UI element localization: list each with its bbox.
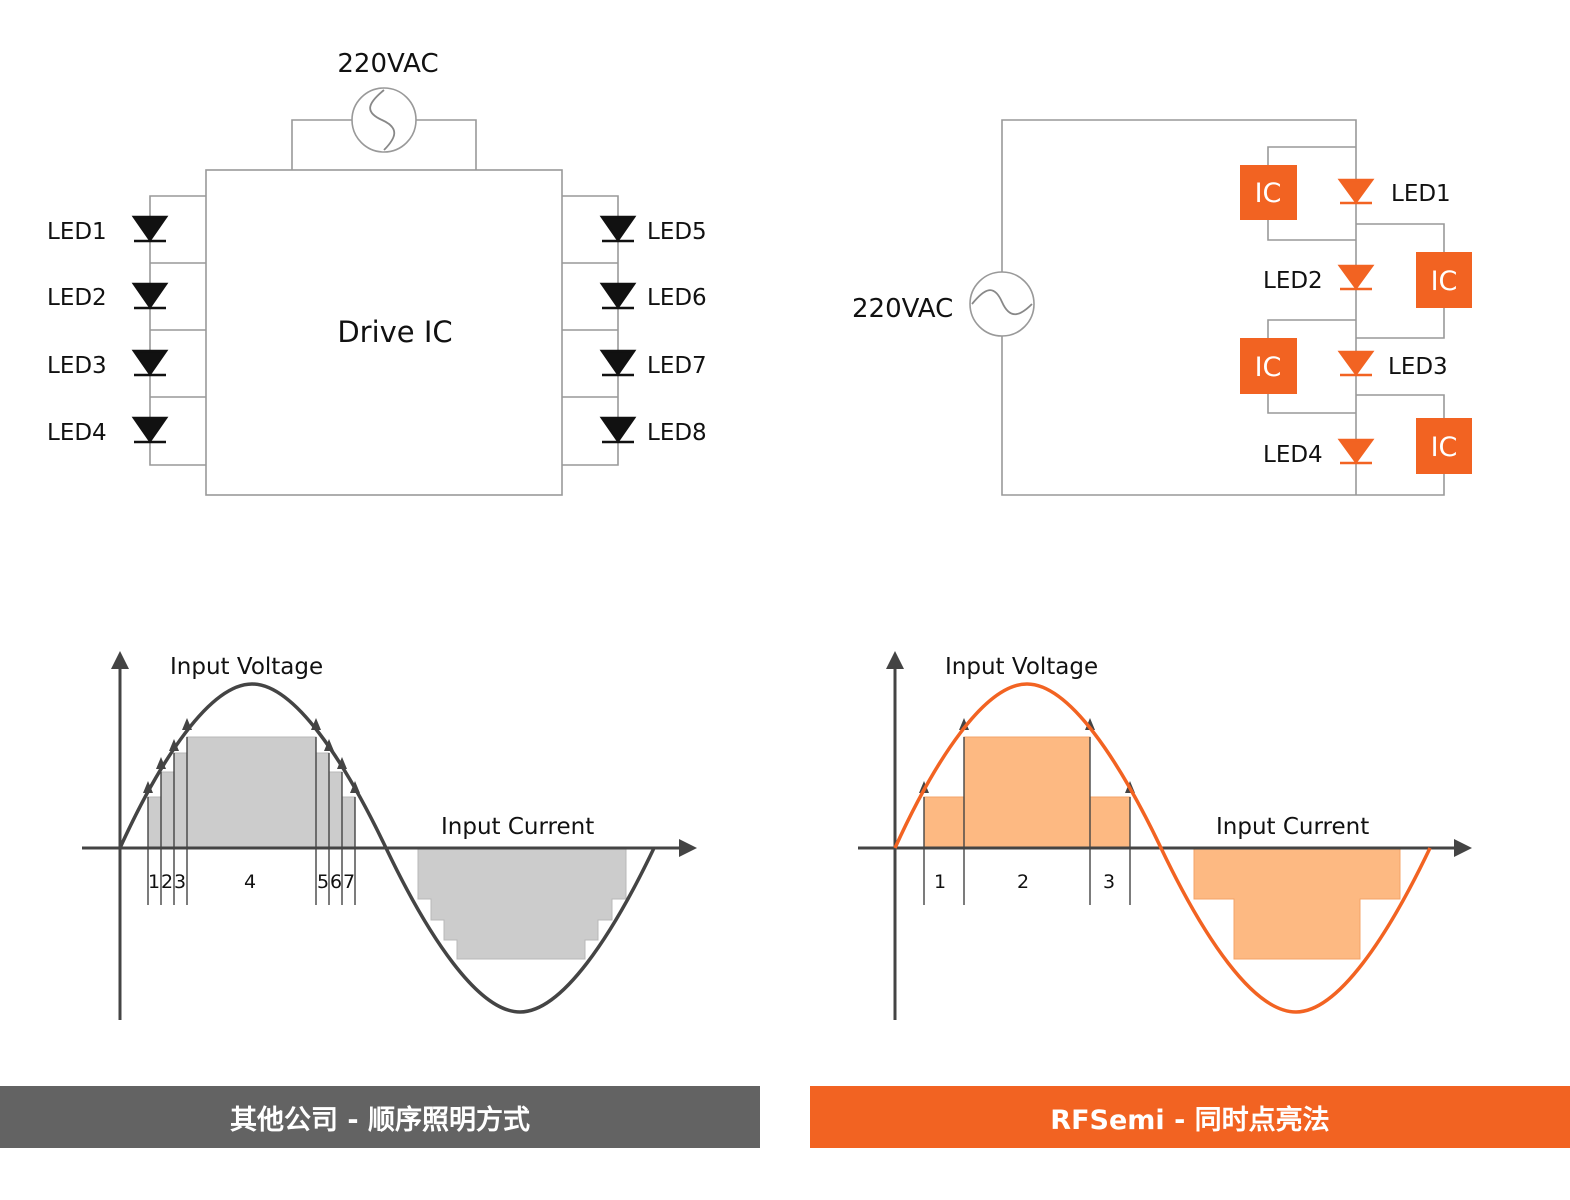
ic-box-label: IC [1431, 266, 1458, 297]
ic-boxes [1240, 165, 1472, 474]
ic-box-label: IC [1255, 352, 1282, 383]
segment-dividers [147, 737, 356, 905]
right-circuit [969, 119, 1445, 496]
input-current-area [1193, 847, 1401, 960]
left-banner: 其他公司 - 顺序照明方式 [0, 1086, 760, 1148]
left-circuit [149, 87, 619, 496]
led-label: LED3 [47, 353, 107, 379]
ic-box [1240, 338, 1297, 394]
led-label: LED2 [1263, 268, 1323, 294]
diode-icon [599, 349, 637, 377]
voltage-label: Input Voltage [170, 654, 323, 680]
diode-icon [1337, 178, 1375, 205]
ac-wire [291, 119, 352, 170]
led-label: LED1 [1391, 181, 1451, 207]
led-label: LED5 [647, 219, 707, 245]
ic-box [1416, 252, 1472, 308]
input-voltage-curve [118, 682, 656, 1014]
led-label: LED8 [647, 420, 707, 446]
diode-icon [599, 282, 637, 310]
led-label: LED7 [647, 353, 707, 379]
ic-box [1416, 418, 1472, 474]
right-chart: Input Voltage Input Current 1 2 3 [858, 651, 1472, 1020]
left-chart: Input Voltage Input Current 1 2 3 4 5 6 … [82, 651, 697, 1020]
segment-number: 5 [317, 871, 329, 893]
diode-icon [131, 349, 169, 377]
led-label: LED3 [1388, 354, 1448, 380]
led-label: LED1 [47, 219, 107, 245]
segment-number: 1 [934, 871, 946, 893]
arrow-up-icon [337, 757, 347, 769]
left-diodes [131, 215, 637, 444]
input-voltage-curve [893, 682, 1432, 1014]
diode-icon [1337, 350, 1375, 377]
segment-number: 1 [148, 871, 160, 893]
voltage-label: Input Voltage [945, 654, 1098, 680]
led-label: LED2 [47, 285, 107, 311]
segment-number: 6 [330, 871, 342, 893]
left-source-label: 220VAC [337, 49, 438, 79]
diode-icon [131, 215, 169, 243]
diode-icon [599, 215, 637, 243]
ic-box [1240, 165, 1297, 220]
ic-box-label: IC [1431, 432, 1458, 463]
segment-dividers [923, 737, 1131, 905]
segment-number: 4 [244, 871, 256, 893]
sine-wave-icon [369, 89, 396, 151]
segment-number: 7 [343, 871, 355, 893]
right-source-label: 220VAC [852, 294, 953, 324]
drive-ic-label: Drive IC [337, 315, 452, 349]
segment-number: 3 [174, 871, 186, 893]
led-label: LED4 [47, 420, 107, 446]
current-label: Input Current [441, 814, 594, 840]
drive-ic-box [205, 169, 563, 496]
segment-number: 2 [161, 871, 173, 893]
led-label: LED4 [1263, 442, 1323, 468]
diode-icon [1337, 264, 1375, 291]
diode-icon [131, 416, 169, 444]
diode-icon [131, 282, 169, 310]
ac-source-icon [351, 87, 417, 153]
voltage-steps-area [147, 736, 356, 849]
diode-icon [1337, 438, 1375, 465]
ic-box-label: IC [1255, 178, 1282, 209]
diode-icon [599, 416, 637, 444]
segment-number: 2 [1017, 871, 1029, 893]
sine-wave-icon [971, 289, 1033, 316]
input-current-area [417, 847, 627, 960]
ac-wire [416, 119, 477, 170]
led-label: LED6 [647, 285, 707, 311]
ac-source-icon [969, 271, 1035, 337]
voltage-steps-area [923, 736, 1131, 849]
right-diodes [1337, 178, 1375, 465]
right-banner: RFSemi - 同时点亮法 [810, 1086, 1570, 1148]
segment-number: 3 [1103, 871, 1115, 893]
current-label: Input Current [1216, 814, 1369, 840]
